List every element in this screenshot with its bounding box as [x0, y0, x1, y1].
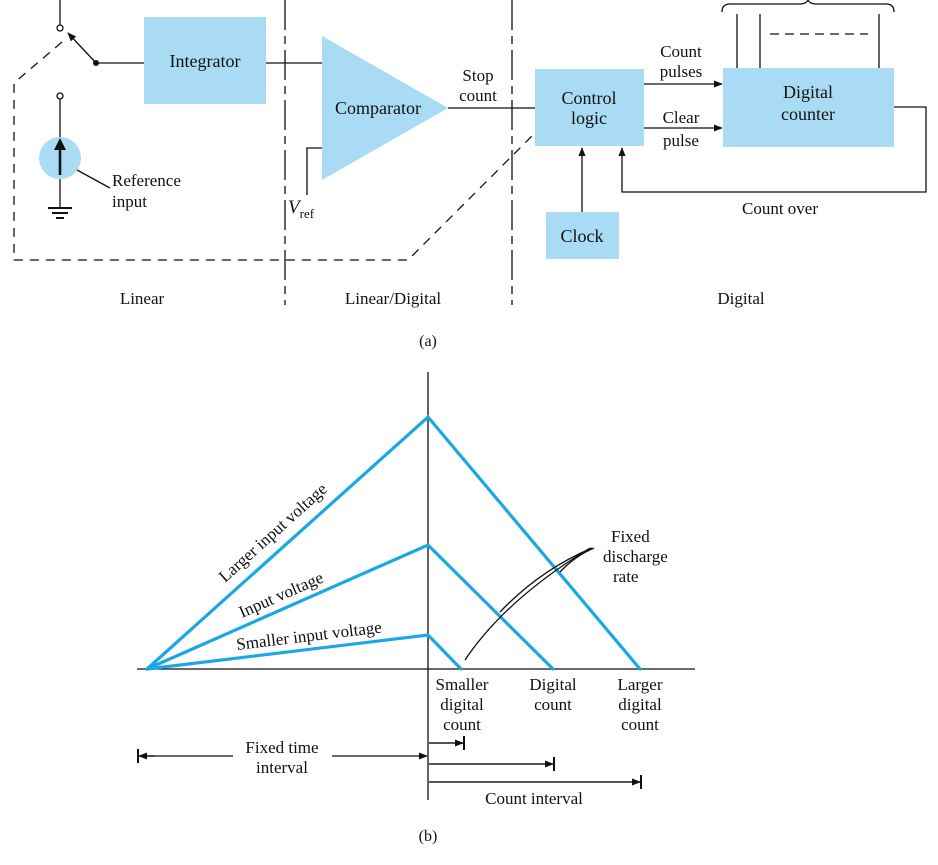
count-label-1: Digital [529, 675, 576, 694]
control-logic-block [535, 69, 644, 146]
stop-count-label-1: Stop [462, 66, 493, 85]
larger-count-label-1: Larger [618, 675, 663, 694]
caption-b: (b) [419, 828, 438, 845]
count-label-2: count [534, 695, 572, 714]
waveform-diagram-b: Larger input voltage Input voltage Small… [137, 372, 695, 845]
reference-input-label-2: input [112, 192, 147, 211]
comparator-block [322, 36, 448, 180]
region-digital: Digital [717, 289, 764, 308]
count-over-label: Count over [742, 199, 818, 218]
larger-count-label-2: digital [618, 695, 662, 714]
integrator-block [144, 17, 266, 104]
clear-pulse-label-1: Clear [663, 108, 700, 127]
counter-outputs [721, 0, 895, 68]
larger-input-waveform [145, 414, 642, 671]
clock-label: Clock [561, 226, 604, 246]
caption-a: (a) [419, 333, 437, 350]
ground-icon [48, 207, 72, 219]
region-linear-digital: Linear/Digital [345, 289, 442, 308]
count-interval-label: Count interval [485, 789, 583, 808]
input-waveform [145, 543, 555, 671]
larger-count-label-3: count [621, 715, 659, 734]
control-logic-label-1: Control [561, 88, 616, 108]
vref-label: Vref [288, 197, 315, 221]
smaller-count-label-3: count [443, 715, 481, 734]
reference-source: Reference input [39, 92, 181, 219]
fixed-time-interval-label-2: interval [256, 758, 308, 777]
reference-input-label-1: Reference [112, 171, 181, 190]
fixed-time-interval-label-1: Fixed time [245, 738, 318, 757]
integrator-label: Integrator [170, 51, 241, 71]
block-diagram-a: Reference input Integrator Comparator Vr… [13, 0, 927, 350]
region-linear: Linear [120, 289, 165, 308]
digital-counter-block [723, 68, 894, 147]
output-brace [721, 0, 895, 13]
discharge-label-1: Fixed [611, 527, 650, 546]
count-pulses-label-2: pulses [660, 62, 703, 81]
comparator-label: Comparator [335, 98, 421, 118]
discharge-label-3: rate [613, 567, 638, 586]
clear-pulse-label-2: pulse [663, 131, 699, 150]
stop-count-label-2: count [459, 86, 497, 105]
input-switch [56, 0, 99, 66]
digital-counter-label-2: counter [781, 104, 835, 124]
digital-counter-label-1: Digital [783, 82, 833, 102]
smaller-input-waveform [145, 633, 463, 671]
control-logic-label-2: logic [571, 108, 607, 128]
switch-control-dashed-path [13, 41, 536, 261]
smaller-count-label-1: Smaller [436, 675, 489, 694]
clock-block [546, 212, 619, 259]
discharge-label-2: discharge [603, 547, 668, 566]
smaller-count-label-2: digital [440, 695, 484, 714]
count-pulses-label-1: Count [660, 42, 702, 61]
